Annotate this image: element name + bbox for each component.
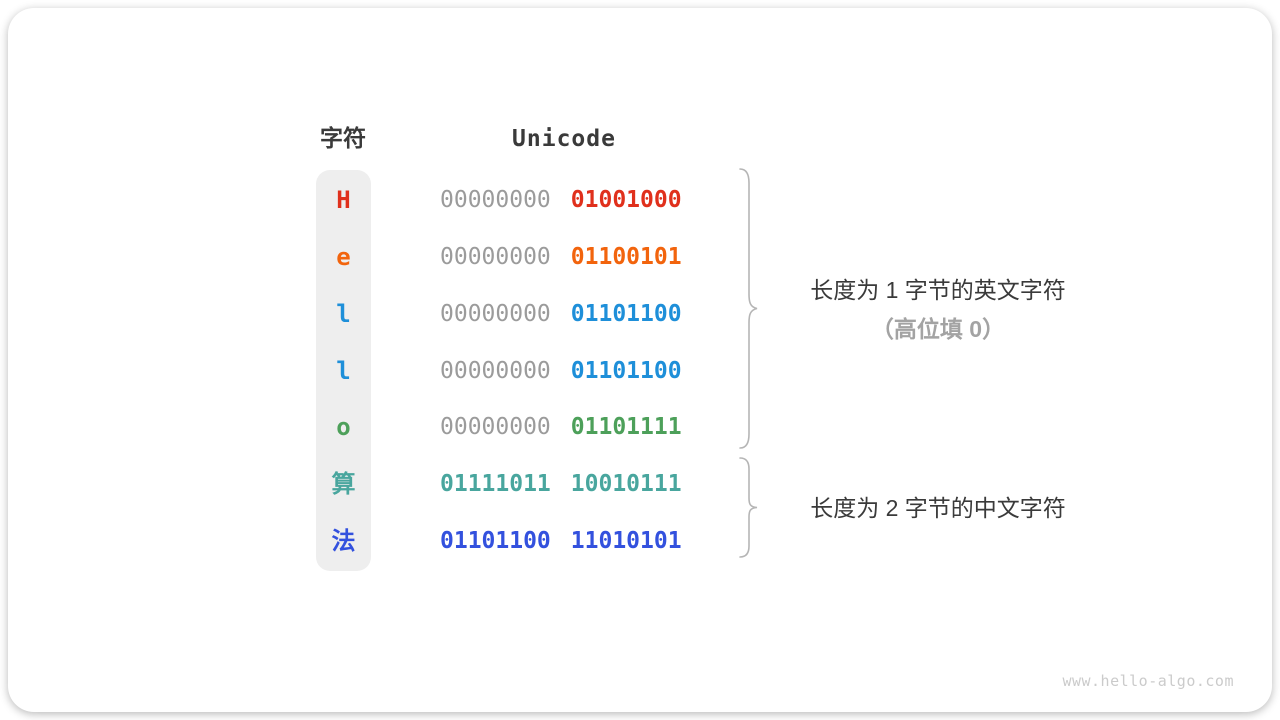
unicode-bytes: 01101100 11010101 [440, 526, 682, 556]
table-row: e 00000000 01100101 [8, 242, 1280, 272]
char-column-header: 字符 [320, 126, 366, 152]
annotation-english-line2: （高位填 0） [870, 316, 1006, 342]
byte-value: 01101100 [440, 528, 551, 555]
byte-value: 11010101 [570, 528, 682, 555]
byte-value: 10010111 [570, 471, 682, 498]
byte-value: 00000000 [440, 300, 551, 327]
watermark: www.hello-algo.com [1062, 672, 1234, 690]
table-row: H 00000000 01001000 [8, 185, 1280, 215]
unicode-bytes: 01111011 10010111 [440, 469, 682, 499]
byte-value: 01111011 [440, 471, 551, 498]
byte-value: 00000000 [440, 187, 551, 213]
char-cell: e [336, 242, 351, 271]
byte-value: 01101100 [570, 300, 682, 327]
byte-value: 01001000 [570, 187, 682, 213]
unicode-bytes: 00000000 01101111 [440, 412, 682, 442]
char-cell: 算 [331, 470, 356, 499]
unicode-bytes: 00000000 01101100 [440, 356, 682, 386]
table-row: o 00000000 01101111 [8, 412, 1280, 442]
char-cell: H [336, 186, 351, 214]
unicode-bytes: 00000000 01101100 [440, 299, 682, 329]
char-column-background [316, 170, 371, 571]
unicode-bytes: 00000000 01001000 [440, 185, 682, 215]
byte-value: 00000000 [440, 243, 551, 270]
unicode-bytes: 00000000 01100101 [440, 242, 682, 272]
char-cell: 法 [331, 527, 356, 556]
byte-value: 01100101 [570, 243, 682, 270]
byte-value: 01101100 [570, 357, 682, 384]
byte-value: 00000000 [440, 414, 551, 441]
annotation-english-line1: 长度为 1 字节的英文字符 [810, 277, 1066, 303]
annotation-english-group: 长度为 1 字节的英文字符 （高位填 0） [768, 276, 1108, 343]
char-cell: l [336, 299, 351, 328]
table-row: l 00000000 01101100 [8, 356, 1280, 386]
diagram-card: 字符 Unicode H 00000000 01001000 e 00000000 011… [8, 8, 1272, 712]
curly-brace-english-group [739, 168, 758, 449]
annotation-chinese-line1: 长度为 2 字节的中文字符 [810, 495, 1066, 521]
annotation-chinese-group: 长度为 2 字节的中文字符 [768, 494, 1108, 522]
byte-value: 00000000 [440, 357, 551, 384]
char-cell: o [336, 413, 351, 442]
byte-value: 01101111 [570, 414, 682, 441]
table-row: l 00000000 01101100 [8, 299, 1280, 329]
table-row: 算 01111011 10010111 [8, 469, 1280, 499]
unicode-column-header: Unicode [512, 126, 616, 152]
curly-brace-chinese-group [739, 457, 758, 558]
char-cell: l [336, 356, 351, 385]
table-row: 法 01101100 11010101 [8, 526, 1280, 556]
